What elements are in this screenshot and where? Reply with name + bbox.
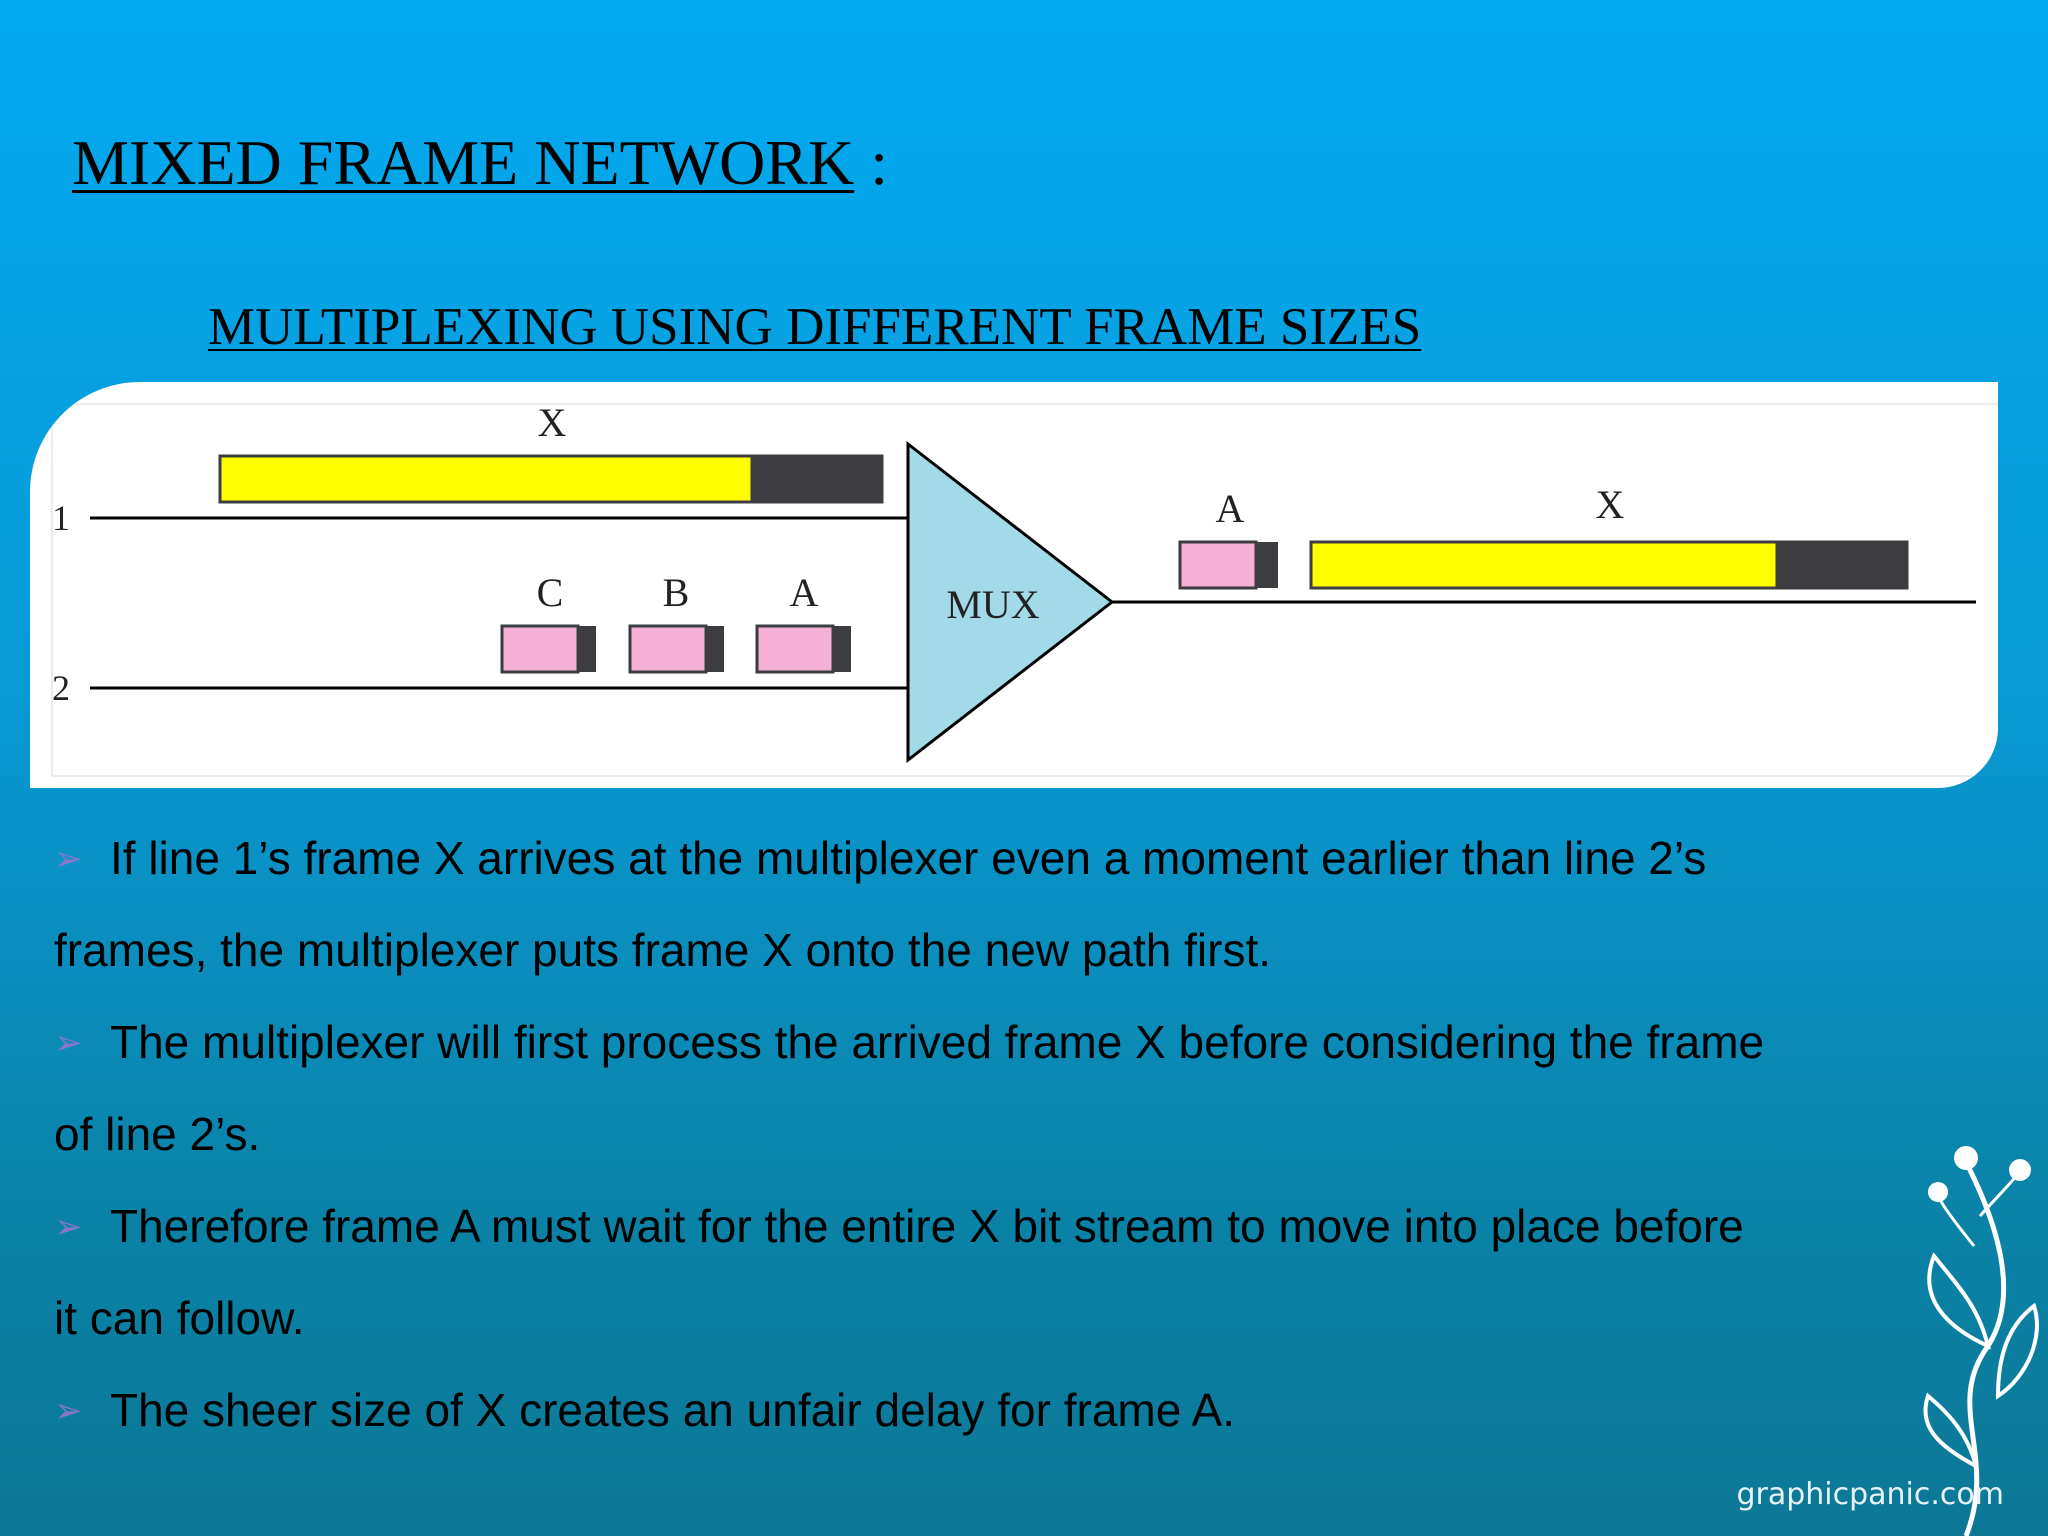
input-frame-a: A	[755, 570, 851, 674]
output-frame-a-data	[1178, 540, 1258, 590]
output-frame-x-header	[1775, 540, 1909, 590]
bullet-text: If line 1’s frame X arrives at the multi…	[110, 832, 1707, 884]
arrowhead-bullet-icon: ➢	[54, 1208, 83, 1246]
watermark: graphicpanic.com	[1736, 1477, 2004, 1512]
frame-x-header	[750, 454, 884, 504]
frame-c-data	[500, 624, 580, 674]
bullet-text: Therefore frame A must wait for the enti…	[110, 1200, 1744, 1252]
input-frame-x: X	[218, 400, 884, 504]
output-frame-x-label: X	[1596, 482, 1625, 527]
bullet-list: ➢ If line 1’s frame X arrives at the mult…	[54, 812, 1974, 1456]
frame-x-label: X	[538, 400, 567, 445]
frame-a-data	[755, 624, 835, 674]
input-frame-c: C	[500, 570, 596, 674]
bullet-text: The sheer size of X creates an unfair de…	[110, 1384, 1236, 1436]
frame-c-label: C	[537, 570, 564, 615]
arrowhead-bullet-icon: ➢	[54, 1392, 83, 1430]
output-frame-x: X	[1309, 482, 1909, 590]
line-1-label: 1	[52, 498, 70, 538]
bullet-continuation-line: it can follow.	[54, 1272, 1974, 1364]
output-frame-a-header	[1256, 542, 1278, 588]
multiplexing-diagram-svg: 1 2 X C B	[51, 400, 1998, 777]
slide-title-colon: :	[854, 127, 888, 198]
line-2-label: 2	[52, 668, 70, 708]
arrowhead-bullet-icon: ➢	[54, 1024, 83, 1062]
output-frame-x-data	[1309, 540, 1779, 590]
bullet-line: ➢ The multiplexer will first process the …	[54, 996, 1974, 1088]
slide-subtitle: MULTIPLEXING USING DIFFERENT FRAME SIZES	[208, 298, 1422, 356]
output-frame-a: A	[1178, 486, 1278, 590]
bullet-text: it can follow.	[54, 1292, 305, 1344]
bullet-text: The multiplexer will first process the a…	[110, 1016, 1765, 1068]
output-frame-a-label: A	[1216, 486, 1245, 531]
slide-title: MIXED FRAME NETWORK :	[72, 127, 888, 198]
floral-decoration	[1923, 1146, 2039, 1536]
bullet-continuation-line: frames, the multiplexer puts frame X ont…	[54, 904, 1974, 996]
bullet-text: frames, the multiplexer puts frame X ont…	[54, 924, 1272, 976]
bullet-line: ➢ The sheer size of X creates an unfair d…	[54, 1364, 1974, 1456]
multiplexing-diagram: 1 2 X C B	[30, 382, 1998, 788]
frame-b-label: B	[663, 570, 690, 615]
mux-triangle	[906, 440, 1115, 764]
input-frame-b: B	[628, 570, 724, 674]
frame-a-label: A	[790, 570, 819, 615]
frame-a-header	[833, 626, 851, 672]
frame-b-header	[706, 626, 724, 672]
bullet-line: ➢ If line 1’s frame X arrives at the mult…	[54, 812, 1974, 904]
bullet-text: of line 2’s.	[54, 1108, 261, 1160]
bullet-line: ➢ Therefore frame A must wait for the ent…	[54, 1180, 1974, 1272]
frame-b-data	[628, 624, 708, 674]
slide-title-text: MIXED FRAME NETWORK	[72, 127, 855, 198]
frame-x-data	[218, 454, 754, 504]
arrowhead-bullet-icon: ➢	[54, 840, 83, 878]
frame-c-header	[578, 626, 596, 672]
bullet-continuation-line: of line 2’s.	[54, 1088, 1974, 1180]
mux-label: MUX	[946, 582, 1039, 627]
diagram-inner-border	[51, 403, 1998, 777]
